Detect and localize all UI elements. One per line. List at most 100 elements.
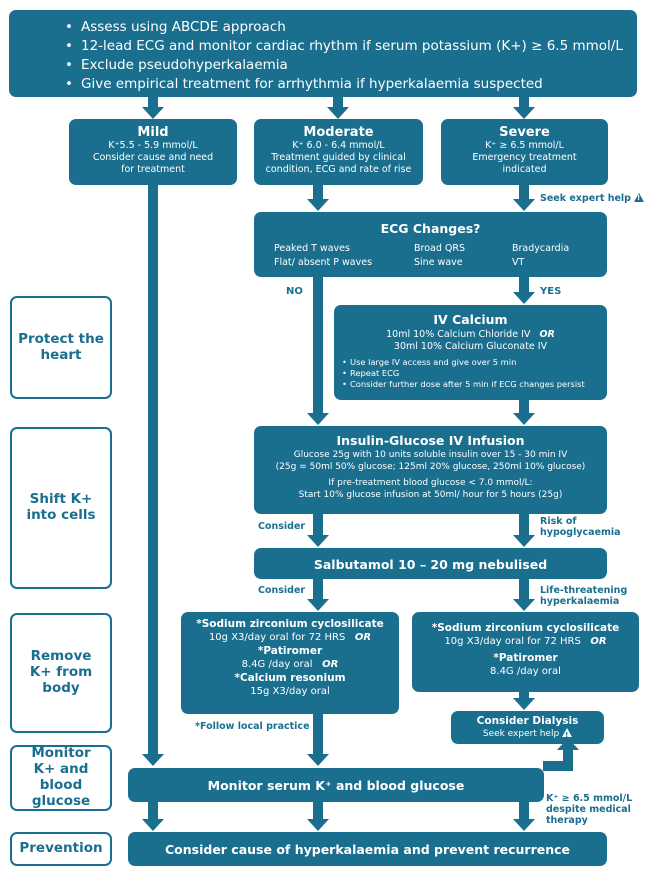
or-label: OR — [539, 329, 555, 340]
iv-calcium-title: IV Calcium — [433, 312, 508, 327]
dialysis-title: Consider Dialysis — [476, 715, 579, 727]
down-arrow — [513, 96, 535, 119]
prevention-box: Consider cause of hyperkalaemia and prev… — [128, 832, 607, 866]
section-label: Remove K+ from body — [29, 648, 93, 696]
ecg-change: Peaked T waves — [274, 243, 350, 254]
or-label: OR — [322, 659, 339, 670]
section-prevention: Prevention — [10, 832, 112, 866]
consider-label: Consider — [258, 521, 306, 532]
dialysis-sub: Seek expert help — [482, 729, 560, 739]
dose-szc: 10g X3/day oral for 72 HRS — [208, 632, 346, 643]
down-arrow — [307, 713, 329, 766]
down-arrow — [513, 399, 535, 425]
calcium-gluconate: 30ml 10% Calcium Gluconate IV — [393, 341, 548, 352]
dose-patiromer: 8.4G /day oral — [241, 659, 313, 670]
monitor-text: Monitor serum K⁺ and blood glucose — [207, 778, 465, 793]
dose-calcium-resonium: 15g X3/day oral — [250, 686, 330, 697]
no-label: NO — [286, 286, 303, 297]
calcium-chloride: 10ml 10% Calcium Chloride IV — [386, 329, 531, 340]
down-arrow — [307, 801, 329, 831]
severe-range: K⁺ ≥ 6.5 mmol/L — [485, 140, 564, 151]
drug-calcium-resonium: *Calcium resonium — [234, 672, 346, 684]
prevention-text: Consider cause of hyperkalaemia and prev… — [164, 842, 571, 857]
down-arrow — [142, 96, 164, 119]
ecg-change: Bradycardia — [512, 243, 570, 254]
drug-szc: *Sodium zirconium cyclosilicate — [431, 622, 620, 634]
ecg-change: Sine wave — [414, 257, 463, 268]
insulin-glucose-box: Insulin-Glucose IV Infusion Glucose 25g … — [254, 426, 607, 514]
salbutamol-title: Salbutamol 10 – 20 mg nebulised — [313, 557, 548, 572]
seek-help-label-top: Seek expert help — [540, 193, 644, 205]
dose-szc: 10g X3/day oral for 72 HRS — [444, 636, 581, 647]
down-arrow — [307, 578, 329, 611]
down-arrow — [307, 513, 329, 547]
down-arrow — [142, 801, 164, 831]
section-label: Prevention — [19, 840, 103, 857]
down-arrow — [307, 276, 329, 425]
down-arrow — [513, 184, 535, 211]
despite-therapy-label: K⁺ ≥ 6.5 mmol/L despite medical therapy — [546, 793, 632, 827]
down-arrow — [142, 184, 164, 766]
section-label: Protect the heart — [18, 330, 104, 363]
insulin-line3: If pre-treatment blood glucose < 7.0 mmo… — [328, 478, 533, 488]
calcium-note: Use large IV access and give over 5 min — [342, 357, 607, 368]
dose-patiromer: 8.4G /day oral — [490, 666, 561, 677]
assess-item: Give empirical treatment for arrhythmia … — [65, 75, 637, 94]
down-arrow — [513, 801, 535, 831]
mild-title: Mild — [137, 125, 169, 140]
monitor-box: Monitor serum K⁺ and blood glucose — [128, 768, 544, 802]
insulin-line2: (25g = 50ml 50% glucose; 125ml 20% gluco… — [275, 461, 586, 472]
ecg-changes-box: ECG Changes? Peaked T waves Flat/ absent… — [254, 212, 607, 277]
salbutamol-box: Salbutamol 10 – 20 mg nebulised — [254, 548, 607, 579]
hypoglycaemia-label: Risk of hypoglycaemia — [540, 516, 621, 538]
down-arrow — [513, 691, 535, 710]
drug-patiromer: *Patiromer — [493, 652, 558, 664]
despite-line3: therapy — [546, 814, 588, 826]
moderate-title: Moderate — [303, 125, 374, 140]
or-label: OR — [354, 632, 372, 643]
iv-calcium-box: IV Calcium 10ml 10% Calcium Chloride IV … — [334, 305, 607, 400]
severe-box: Severe K⁺ ≥ 6.5 mmol/L Emergency treatme… — [441, 119, 608, 185]
follow-local-practice-label: *Follow local practice — [195, 721, 310, 732]
section-label: Monitor K+ and blood glucose — [31, 745, 91, 809]
up-arrow — [557, 738, 579, 771]
drug-patiromer: *Patiromer — [257, 645, 323, 657]
mild-line1: Consider cause and need — [92, 152, 214, 163]
life-threatening-label: Life-threatening hyperkalaemia — [540, 585, 628, 607]
loop-line — [543, 761, 573, 771]
mild-box: Mild K⁺5.5 - 5.9 mmol/L Consider cause a… — [69, 119, 237, 185]
ecg-change: Flat/ absent P waves — [274, 257, 373, 268]
down-arrow — [513, 578, 535, 611]
mild-line2: for treatment — [121, 164, 185, 175]
seek-help-text: Seek expert help — [540, 193, 631, 204]
warning-icon — [633, 193, 644, 202]
assess-item: Assess using ABCDE approach — [65, 18, 637, 37]
down-arrow — [327, 96, 349, 119]
assess-item: Exclude pseudohyperkalaemia — [65, 56, 637, 75]
down-arrow — [513, 513, 535, 547]
assessment-box: Assess using ABCDE approach 12-lead ECG … — [9, 10, 637, 97]
moderate-range: K⁺ 6.0 - 6.4 mmol/L — [292, 140, 385, 151]
or-label: OR — [590, 636, 607, 647]
section-protect-heart: Protect the heart — [10, 296, 112, 399]
down-arrow — [513, 276, 535, 304]
ecg-change: Broad QRS — [414, 243, 466, 254]
ecg-change: VT — [512, 257, 525, 268]
drug-szc: *Sodium zirconium cyclosilicate — [196, 618, 384, 630]
yes-label: YES — [540, 286, 562, 297]
despite-line2: despite medical — [546, 803, 631, 815]
remove-k-right-box: *Sodium zirconium cyclosilicate 10g X3/d… — [412, 612, 639, 692]
severe-line2: indicated — [502, 164, 547, 175]
moderate-box: Moderate K⁺ 6.0 - 6.4 mmol/L Treatment g… — [254, 119, 423, 185]
section-monitor: Monitor K+ and blood glucose — [10, 745, 112, 811]
section-remove-k: Remove K+ from body — [10, 613, 112, 733]
mild-range: K⁺5.5 - 5.9 mmol/L — [108, 140, 198, 151]
calcium-note: Consider further dose after 5 min if ECG… — [342, 379, 607, 390]
calcium-note: Repeat ECG — [342, 368, 607, 379]
insulin-title: Insulin-Glucose IV Infusion — [336, 433, 525, 448]
consider-label: Consider — [258, 585, 306, 596]
assess-item: 12-lead ECG and monitor cardiac rhythm i… — [65, 37, 637, 56]
warning-icon — [562, 728, 573, 741]
down-arrow — [307, 184, 329, 211]
